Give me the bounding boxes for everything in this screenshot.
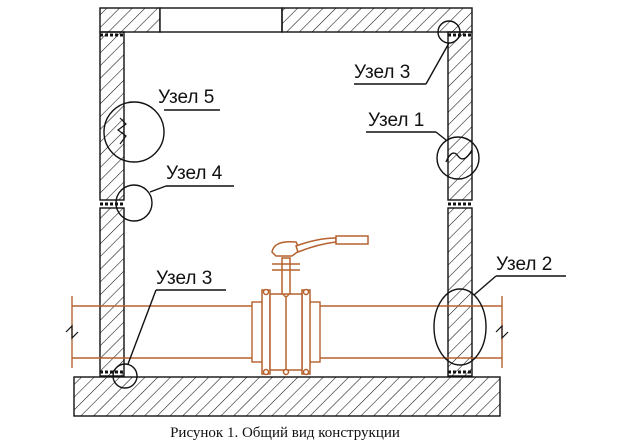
- left-wall-upper: [99, 31, 125, 201]
- node-circles: [103, 20, 566, 389]
- node5-label: Узел 5: [158, 87, 214, 108]
- gate-valve: [261, 235, 369, 376]
- right-wall-lower: [447, 207, 473, 377]
- valve-flange-left: [261, 289, 271, 375]
- valve-lever: [295, 237, 337, 253]
- node4-circle: [115, 184, 153, 222]
- right-wall-upper: [447, 31, 473, 201]
- pipeline: [65, 296, 509, 368]
- valve-lever-grip: [335, 235, 369, 245]
- figure-caption: Рисунок 1. Общий вид конструкции: [170, 425, 400, 441]
- structure: [73, 7, 501, 417]
- node1-circle: [436, 136, 480, 180]
- node1-label: Узел 1: [368, 110, 424, 131]
- roof-slab-left: [99, 7, 161, 33]
- roof-slab-right: [281, 7, 473, 33]
- base-slab: [73, 376, 501, 417]
- valve-handle-head: [271, 240, 301, 257]
- node4-label: Узел 4: [166, 163, 223, 184]
- node3-top-label: Узел 3: [354, 62, 410, 83]
- node2-label: Узел 2: [496, 254, 552, 275]
- node3-bottom-label: Узел 3: [156, 268, 212, 289]
- left-wall-lower: [99, 207, 125, 377]
- roof-opening: [159, 7, 283, 33]
- node2-ellipse: [433, 288, 487, 366]
- valve-flange-right: [301, 289, 311, 375]
- node5-circle: [103, 101, 165, 163]
- node3-bottom-circle: [112, 363, 138, 389]
